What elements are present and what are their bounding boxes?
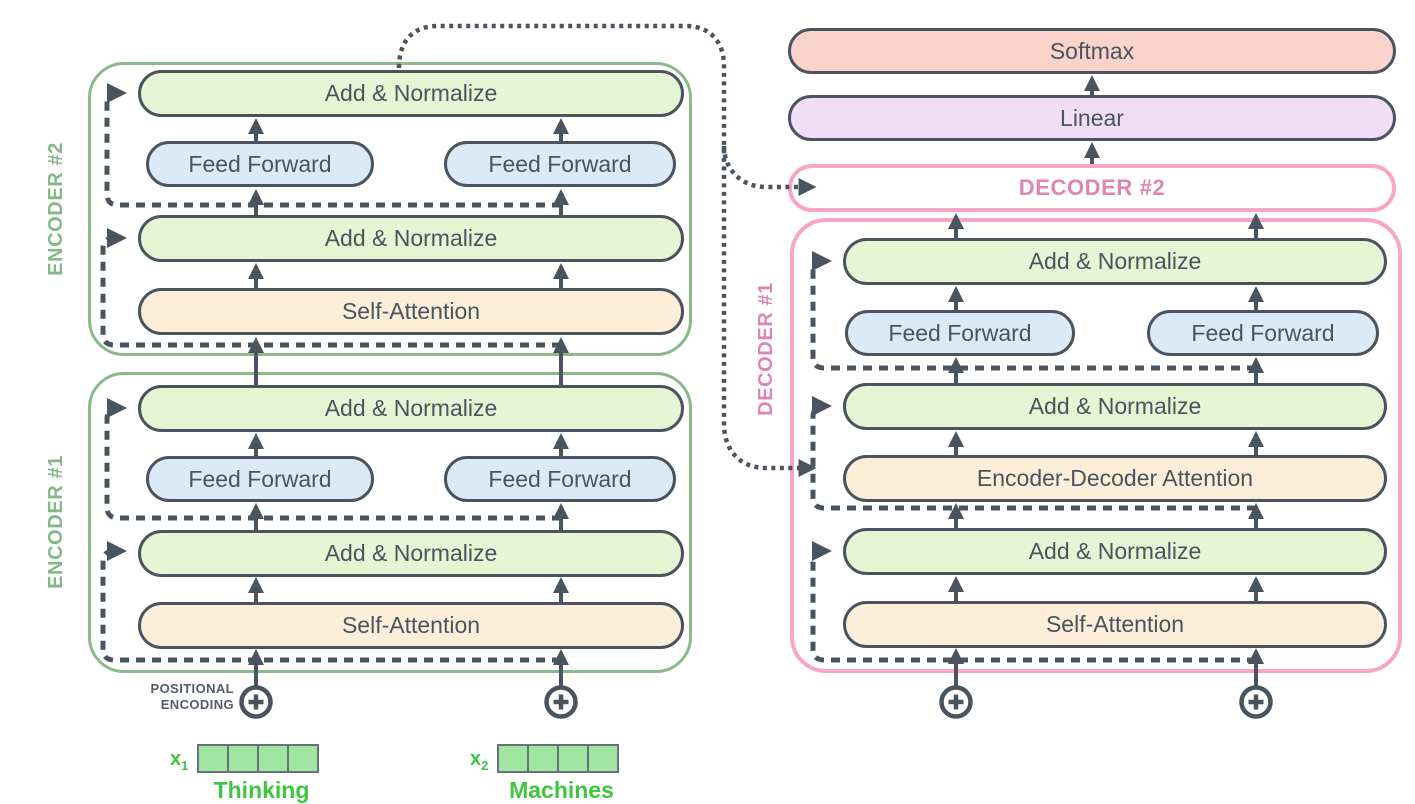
decoder1-add-normalize-bottom-pill: Add & Normalize (843, 528, 1387, 575)
encoder1-add-normalize-top-pill: Add & Normalize (138, 385, 684, 432)
pill-label: Feed Forward (488, 150, 632, 177)
encoder2-add-normalize-top-pill: Add & Normalize (138, 70, 684, 117)
encoder1-self-attention-pill: Self-Attention (138, 602, 684, 649)
input-word-2: Machines (509, 777, 614, 803)
embedding-cell (287, 744, 319, 773)
pill-label: Feed Forward (1191, 319, 1335, 346)
pill-label: Add & Normalize (324, 80, 498, 106)
pill-label: Add & Normalize (1028, 248, 1202, 274)
x-subscript: 2 (481, 758, 489, 773)
pill-label: Feed Forward (188, 465, 332, 492)
plus-circle-icon (544, 685, 578, 719)
decoder2-pill: DECODER #2 (788, 164, 1396, 212)
plus-circle-icon (239, 685, 273, 719)
encoder1-feed-forward-left-pill: Feed Forward (146, 456, 374, 502)
embedding-vector-x2 (497, 744, 619, 773)
embedding-x2-label: x2 (470, 748, 488, 773)
positional-encoding-label: POSITIONAL ENCODING (108, 681, 234, 713)
encoder2-box (88, 62, 692, 356)
x-symbol: x (170, 748, 182, 770)
encoder2-feed-forward-right-pill: Feed Forward (444, 141, 676, 187)
embedding-cell (557, 744, 589, 773)
x-symbol: x (470, 748, 482, 770)
encoder-output-path (396, 23, 817, 477)
embedding-cell (497, 744, 529, 773)
pill-label: Add & Normalize (324, 225, 498, 251)
embedding-vector-x1 (197, 744, 319, 773)
pill-label: Feed Forward (188, 150, 332, 177)
pill-label: Self-Attention (341, 612, 481, 638)
pill-label: Add & Normalize (1028, 538, 1202, 564)
plus-circle-icon (1239, 685, 1273, 719)
pill-label: Feed Forward (888, 319, 1032, 346)
decoder1-feed-forward-left-pill: Feed Forward (845, 310, 1075, 356)
plus-circle-icon (939, 685, 973, 719)
encoder1-add-normalize-bottom-pill: Add & Normalize (138, 530, 684, 577)
input-word-1: Thinking (213, 777, 310, 803)
encoder2-feed-forward-left-pill: Feed Forward (146, 141, 374, 187)
encoder2-self-attention-pill: Self-Attention (138, 288, 684, 335)
embedding-x1-label: x1 (170, 748, 188, 773)
embedding-cell (587, 744, 619, 773)
decoder1-self-attention-pill: Self-Attention (843, 601, 1387, 648)
decoder1-feed-forward-right-pill: Feed Forward (1147, 310, 1379, 356)
pill-label: Encoder-Decoder Attention (976, 465, 1254, 491)
pill-label: Self-Attention (1045, 611, 1185, 637)
softmax-pill: Softmax (788, 28, 1396, 74)
pill-label: Softmax (1049, 37, 1135, 64)
linear-pill: Linear (788, 95, 1396, 141)
x-subscript: 1 (181, 758, 189, 773)
pill-label: Self-Attention (341, 298, 481, 324)
encoder1-feed-forward-right-pill: Feed Forward (444, 456, 676, 502)
residual-connections (100, 83, 1256, 663)
decoder1-encoder-decoder-attention-pill: Encoder-Decoder Attention (843, 455, 1387, 502)
encoder2-add-normalize-bottom-pill: Add & Normalize (138, 215, 684, 262)
pill-label: Add & Normalize (324, 540, 498, 566)
decoder1-add-normalize-mid-pill: Add & Normalize (843, 383, 1387, 430)
encoder1-box (88, 372, 692, 673)
pill-label: Linear (1060, 104, 1124, 131)
positional-encoding-line1: POSITIONAL (150, 681, 234, 696)
flow-arrows (248, 75, 1264, 686)
pill-label: Feed Forward (488, 465, 632, 492)
positional-encoding-line2: ENCODING (160, 697, 234, 712)
positional-add-icons (239, 685, 1273, 719)
decoder1-add-normalize-top-pill: Add & Normalize (843, 238, 1387, 285)
pill-label: DECODER #2 (1018, 175, 1166, 200)
pill-label: Add & Normalize (1028, 393, 1202, 419)
decoder1-box (790, 218, 1402, 673)
pill-label: Add & Normalize (324, 395, 498, 421)
